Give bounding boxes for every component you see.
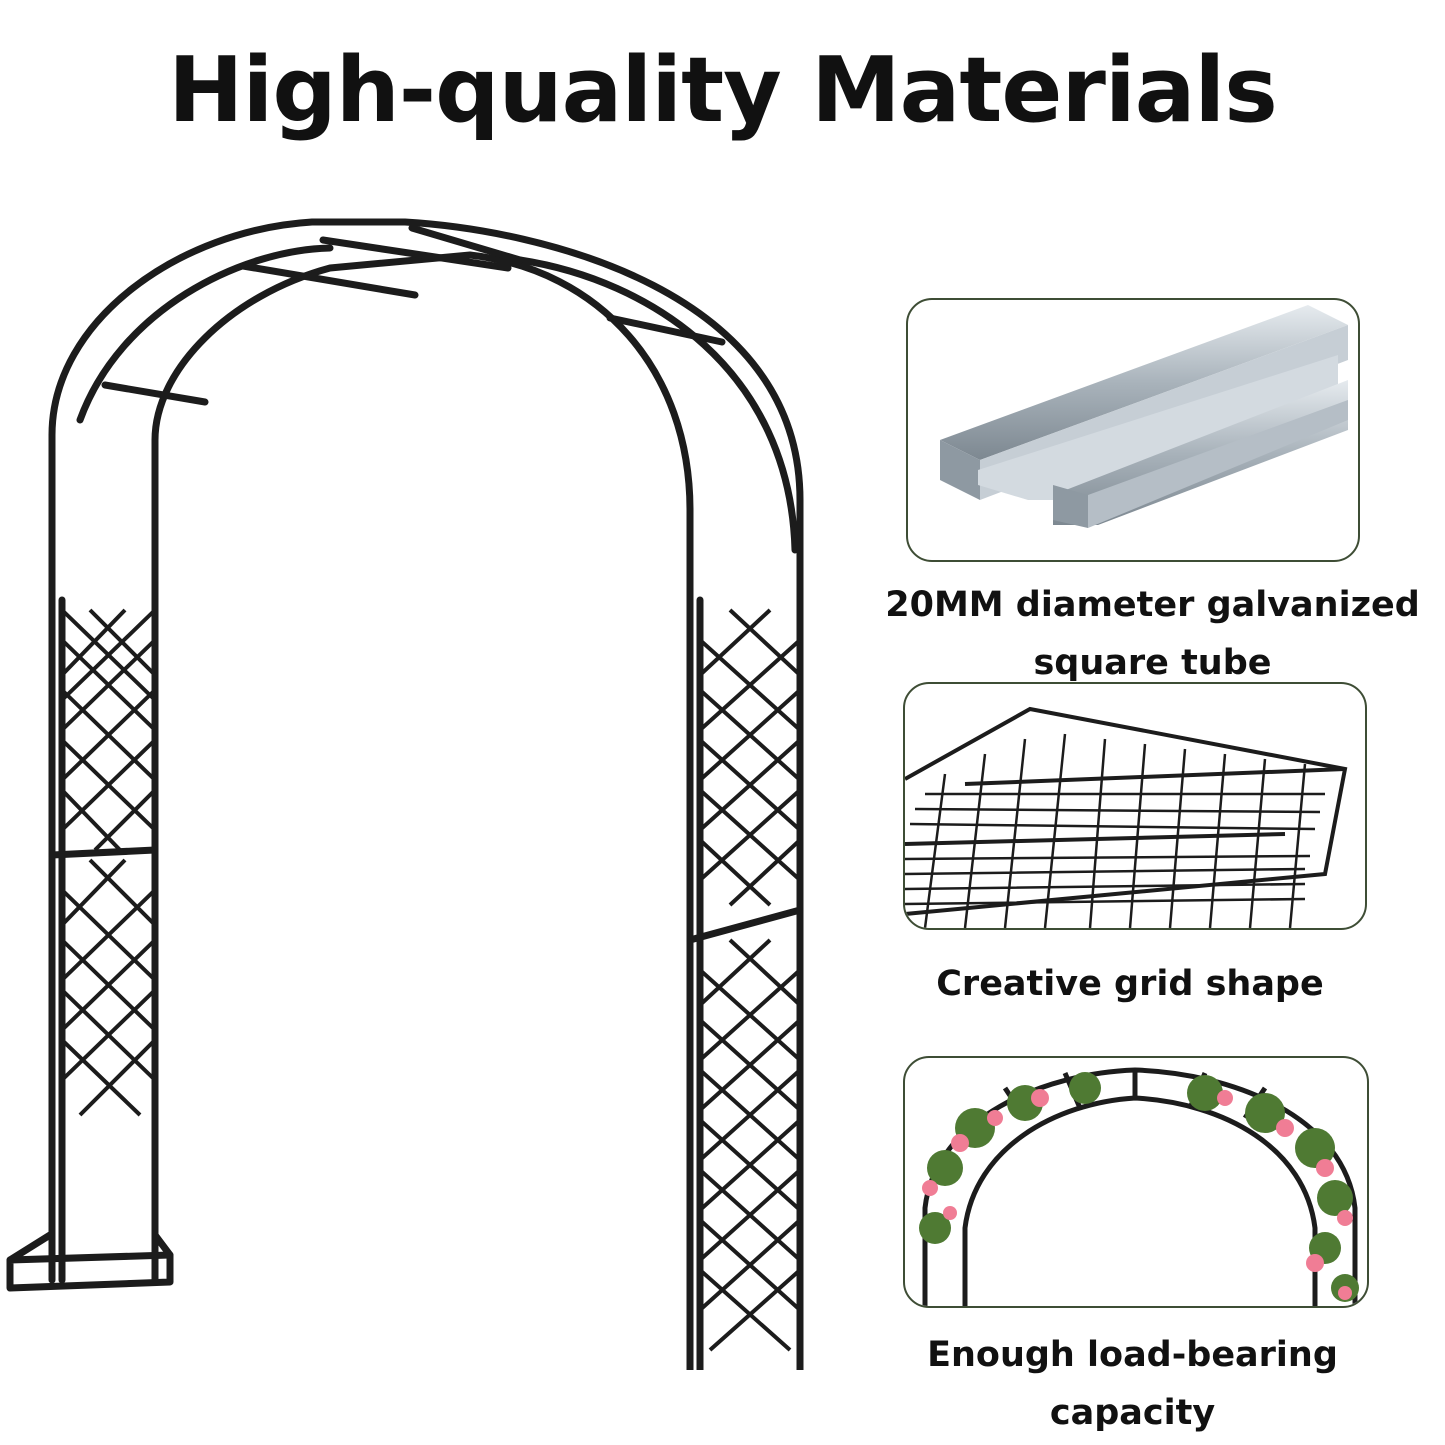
tube-caption-line1: 20MM diameter galvanized [885,585,1420,625]
grid-caption: Creative grid shape [880,955,1380,1013]
tube-caption: 20MM diameter galvanized square tube [880,576,1425,692]
rose-arch-icon [919,1067,1359,1306]
rose-arch-caption-line1: Enough load-bearing capacity [927,1335,1338,1433]
tube-caption-line2: square tube [1033,643,1272,683]
grid-image-card [903,682,1367,930]
page-title: High-quality Materials [168,38,1278,143]
grid-panel-icon [905,706,1348,928]
garden-arch-image [6,218,804,1370]
grid-caption-line1: Creative grid shape [936,964,1324,1004]
rose-arch-image-card [903,1056,1369,1308]
tube-image-card [906,298,1360,562]
rose-arch-caption: Enough load-bearing capacity [860,1326,1405,1442]
galvanized-tube-icon [940,305,1348,528]
